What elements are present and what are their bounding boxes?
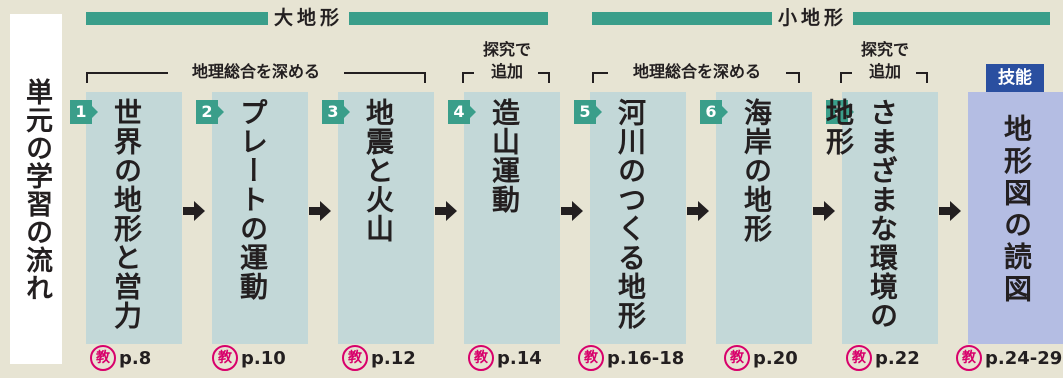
step-title: 河川のつくる地形 [614,98,647,330]
bracket-tick [424,72,426,83]
step-number: 2 [196,100,218,124]
bracket-tick [462,72,464,83]
step-skill: 地形図の読図 [968,92,1063,344]
right-arrow-icon [687,201,709,221]
side-title: 単元の学習の流れ [21,78,52,302]
step-number: 6 [700,100,722,124]
tankyu-label-line1: 探究で [860,40,909,59]
step-5: 5 河川のつくる地形 [574,92,686,344]
page-ref-text: p.10 [241,347,286,369]
tankyu-label-line2: 追加 [868,62,901,81]
band-label-small-landforms: 小地形 [772,5,854,31]
band-label-large-landforms: 大地形 [268,5,350,31]
bracket-line [538,72,550,74]
bracket-line [462,72,474,74]
step-number: 1 [70,100,92,124]
right-arrow-icon [309,201,331,221]
step-7: 7 さまざまな環境の地形 [822,92,938,344]
page-ref-text: p.24-29 [985,347,1063,369]
step-number: 5 [574,100,596,124]
bracket-line [840,72,852,74]
step-6: 6 海岸の地形 [700,92,812,344]
page-ref-text: p.14 [497,347,542,369]
bracket-tick [840,72,842,83]
textbook-ref-icon: 教 [468,345,494,371]
right-arrow-icon [939,201,961,221]
textbook-ref-icon: 教 [956,345,982,371]
right-arrow-icon [561,201,583,221]
textbook-ref-icon: 教 [724,345,750,371]
step-number: 7 [826,100,848,124]
step-number-pointer [470,106,476,118]
skill-badge: 技能 [986,64,1044,92]
textbook-ref-icon: 教 [90,345,116,371]
page-ref-text: p.16-18 [607,347,685,369]
bracket-tick [592,72,594,83]
step-title: 海岸の地形 [740,98,773,243]
step-number-pointer [848,106,854,118]
right-arrow-icon [435,201,457,221]
side-panel: 単元の学習の流れ [10,14,62,364]
bracket-label-deepen: 地理総合を深める [632,62,761,81]
step-1: 1 世界の地形と営力 [70,92,182,344]
page-ref-text: p.22 [875,347,920,369]
tankyu-label-line2: 追加 [490,62,523,81]
step-4: 4 造山運動 [448,92,560,344]
step-title: 地形図の読図 [1000,114,1033,306]
step-number: 4 [448,100,470,124]
step-3: 3 地震と火山 [322,92,434,344]
right-arrow-icon [183,201,205,221]
bracket-label-deepen: 地理総合を深める [191,62,320,81]
textbook-ref-icon: 教 [212,345,238,371]
step-number-pointer [596,106,602,118]
step-number-pointer [92,106,98,118]
step-number-pointer [344,106,350,118]
bracket-line [592,72,608,74]
step-number: 3 [322,100,344,124]
textbook-ref-icon: 教 [846,345,872,371]
bracket-tick [798,72,800,83]
step-title: 地震と火山 [362,98,395,243]
bracket-tick [86,72,88,83]
bracket-line [344,72,426,74]
step-title: 世界の地形と営力 [110,98,143,330]
bracket-tick [548,72,550,83]
bracket-line [86,72,168,74]
step-title: さまざまな環境の地形 [822,98,899,330]
bracket-line [916,72,928,74]
step-number-pointer [722,106,728,118]
tankyu-label-line1: 探究で [482,40,531,59]
step-number-pointer [218,106,224,118]
step-title: プレートの運動 [236,98,269,301]
textbook-ref-icon: 教 [578,345,604,371]
right-arrow-icon [813,201,835,221]
textbook-ref-icon: 教 [342,345,368,371]
bracket-tick [926,72,928,83]
bracket-line [786,72,800,74]
step-title: 造山運動 [488,98,521,214]
step-2: 2 プレートの運動 [196,92,308,344]
page-ref-text: p.20 [753,347,798,369]
page-ref-text: p.12 [371,347,416,369]
page-ref-text: p.8 [119,347,152,369]
